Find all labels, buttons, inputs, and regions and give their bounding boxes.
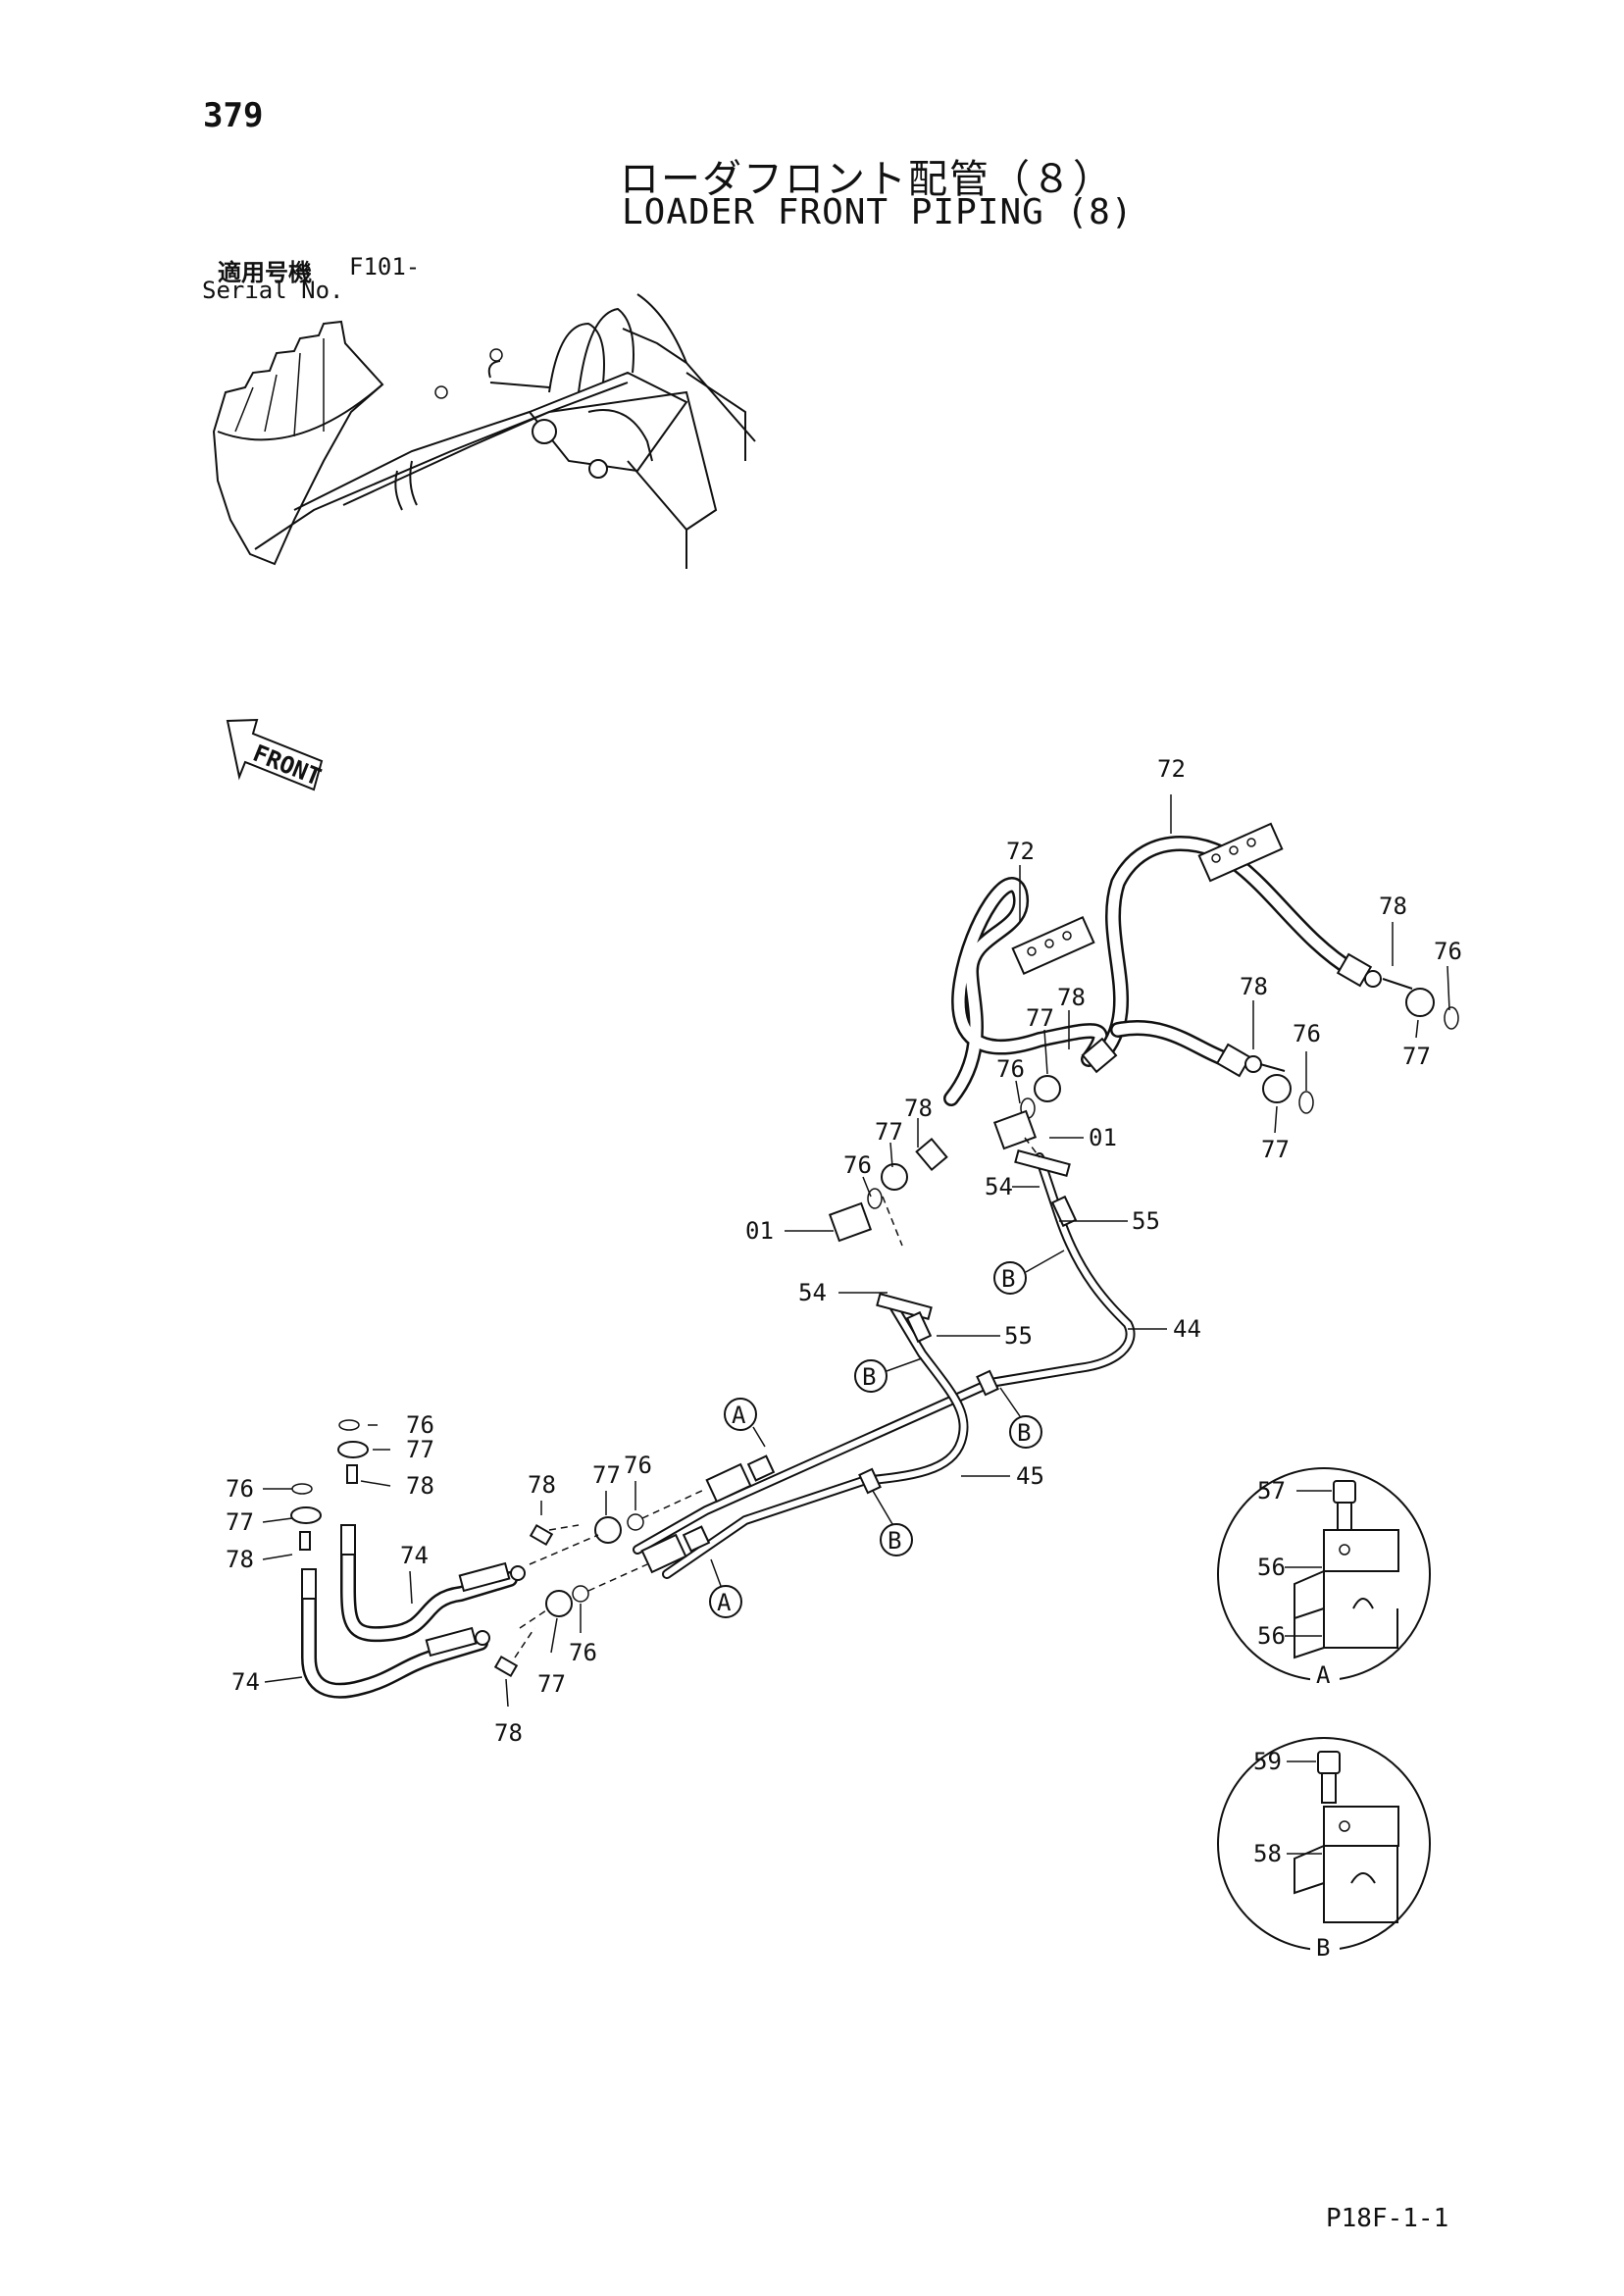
pipe-end-fittings	[640, 1369, 999, 1574]
hose-74-lower	[301, 1568, 490, 1699]
upper-middle-fitting	[1215, 1043, 1314, 1114]
clamp-marker-b3: B	[1017, 1419, 1031, 1447]
serial-label-english: Serial No.	[202, 277, 344, 304]
hose-74-upper	[340, 1524, 526, 1643]
callout-01-lower: 01	[745, 1217, 774, 1245]
callout-76-mid-right: 76	[1293, 1020, 1321, 1047]
upper-left-fitting	[828, 1037, 1118, 1243]
callout-72-right: 72	[1157, 755, 1186, 783]
upper-right-fitting	[1336, 952, 1459, 1030]
callout-77-far-right: 77	[1402, 1043, 1431, 1070]
callout-57: 57	[1257, 1477, 1286, 1505]
page-title-japanese: ローダフロント配管（８）	[620, 157, 1114, 202]
detail-b-label: B	[1316, 1934, 1330, 1962]
callout-74-upper: 74	[400, 1542, 429, 1569]
callout-78-left: 78	[904, 1095, 933, 1122]
callout-77-center-low: 77	[537, 1670, 566, 1698]
callout-76-center: 76	[624, 1452, 652, 1479]
callout-76-left: 76	[843, 1151, 872, 1179]
page-number: 379	[203, 96, 264, 135]
callout-45: 45	[1016, 1462, 1044, 1490]
callout-77-left: 77	[875, 1118, 903, 1146]
callout-76-far-right: 76	[1434, 938, 1462, 965]
clamp-marker-b1: B	[1001, 1265, 1015, 1293]
hose-72-right	[1091, 822, 1361, 1067]
page-title-english: LOADER FRONT PIPING (8)	[622, 192, 1134, 232]
callout-78-mid-right: 78	[1240, 973, 1268, 1000]
callout-76-upper-left: 76	[996, 1055, 1025, 1083]
callout-58: 58	[1253, 1840, 1282, 1867]
callout-72-left: 72	[1006, 838, 1035, 865]
clamp-marker-a1: A	[732, 1402, 746, 1429]
callout-78-lower-a: 78	[406, 1472, 434, 1500]
clamp-marker-b4: B	[888, 1527, 901, 1555]
callout-labels: 72 72 78 76 77 78 76 77 77 78 76 01 77 7…	[226, 755, 1462, 1747]
pipe-45	[662, 1292, 969, 1579]
callout-44: 44	[1173, 1315, 1201, 1343]
callout-54-lower: 54	[798, 1279, 827, 1306]
front-direction-arrow: FRONT	[226, 718, 325, 791]
callout-77-mid-right: 77	[1261, 1136, 1290, 1163]
callout-76-center-low: 76	[569, 1639, 597, 1666]
callout-56-lower: 56	[1257, 1622, 1286, 1650]
callout-55-lower: 55	[1004, 1322, 1033, 1350]
detail-a-label: A	[1316, 1661, 1331, 1689]
callout-leaders	[262, 794, 1450, 1708]
lower-fittings	[290, 1137, 1040, 1678]
callout-54-upper: 54	[985, 1173, 1013, 1200]
overview-thumbnail	[212, 293, 756, 569]
callout-77-lower-a: 77	[406, 1436, 434, 1463]
callout-77-lower-b: 77	[226, 1508, 254, 1536]
callout-78-far-right: 78	[1379, 893, 1407, 920]
callout-78-center: 78	[528, 1471, 556, 1499]
detail-b-clamp: 59 58 B	[1217, 1737, 1431, 1962]
clamp-marker-b2: B	[862, 1363, 876, 1391]
clamp-markers: A A B B B B	[709, 1250, 1065, 1618]
hose-72-left	[943, 877, 1108, 1106]
callout-76-lower-b: 76	[226, 1475, 254, 1503]
callout-78-center-low: 78	[494, 1719, 523, 1747]
callout-01-upper: 01	[1089, 1124, 1117, 1151]
serial-number-value: F101-	[349, 253, 421, 281]
pipe-44	[633, 1148, 1136, 1555]
callout-59: 59	[1253, 1748, 1282, 1775]
callout-77-upper-left: 77	[1026, 1004, 1054, 1032]
clamp-marker-a2: A	[717, 1589, 732, 1616]
detail-a-clamp: 57 56 56 A	[1217, 1467, 1431, 1689]
callout-78-upper-left: 78	[1057, 984, 1086, 1011]
callout-55-upper: 55	[1132, 1207, 1160, 1235]
callout-74-lower: 74	[231, 1668, 260, 1696]
callout-76-lower-a: 76	[406, 1411, 434, 1439]
callout-78-lower-b: 78	[226, 1546, 254, 1573]
serial-label-japanese: 適用号機	[218, 259, 312, 286]
drawing-code: P18F-1-1	[1326, 2204, 1449, 2233]
callout-56-upper: 56	[1257, 1554, 1286, 1581]
callout-77-center: 77	[592, 1461, 621, 1489]
